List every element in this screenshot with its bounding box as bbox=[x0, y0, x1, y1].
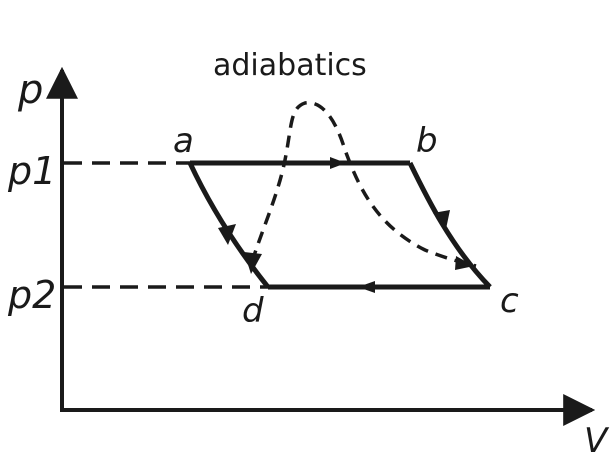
adiabatic-curve-left bbox=[250, 101, 477, 268]
y-axis-label: p bbox=[17, 67, 43, 113]
point-a-label: a bbox=[173, 121, 194, 161]
point-c-label: c bbox=[500, 281, 519, 321]
adiabatics-label: adiabatics bbox=[213, 48, 367, 83]
p2-label: p2 bbox=[7, 273, 56, 317]
arrow-cd-icon bbox=[358, 281, 375, 293]
process-curve-bc bbox=[407, 161, 492, 289]
point-b-label: b bbox=[416, 121, 438, 161]
arrow-bc-icon bbox=[433, 210, 450, 229]
arrow-ab-icon bbox=[330, 157, 346, 169]
adiabatic-arrow-right-icon bbox=[455, 256, 474, 270]
adiabatic-arrow-left-icon bbox=[244, 252, 262, 274]
point-d-label: d bbox=[242, 291, 264, 331]
p1-label: p1 bbox=[7, 149, 56, 193]
process-curve-da bbox=[187, 161, 270, 289]
x-axis-label: V bbox=[584, 421, 610, 454]
arrow-da-icon bbox=[218, 224, 236, 245]
